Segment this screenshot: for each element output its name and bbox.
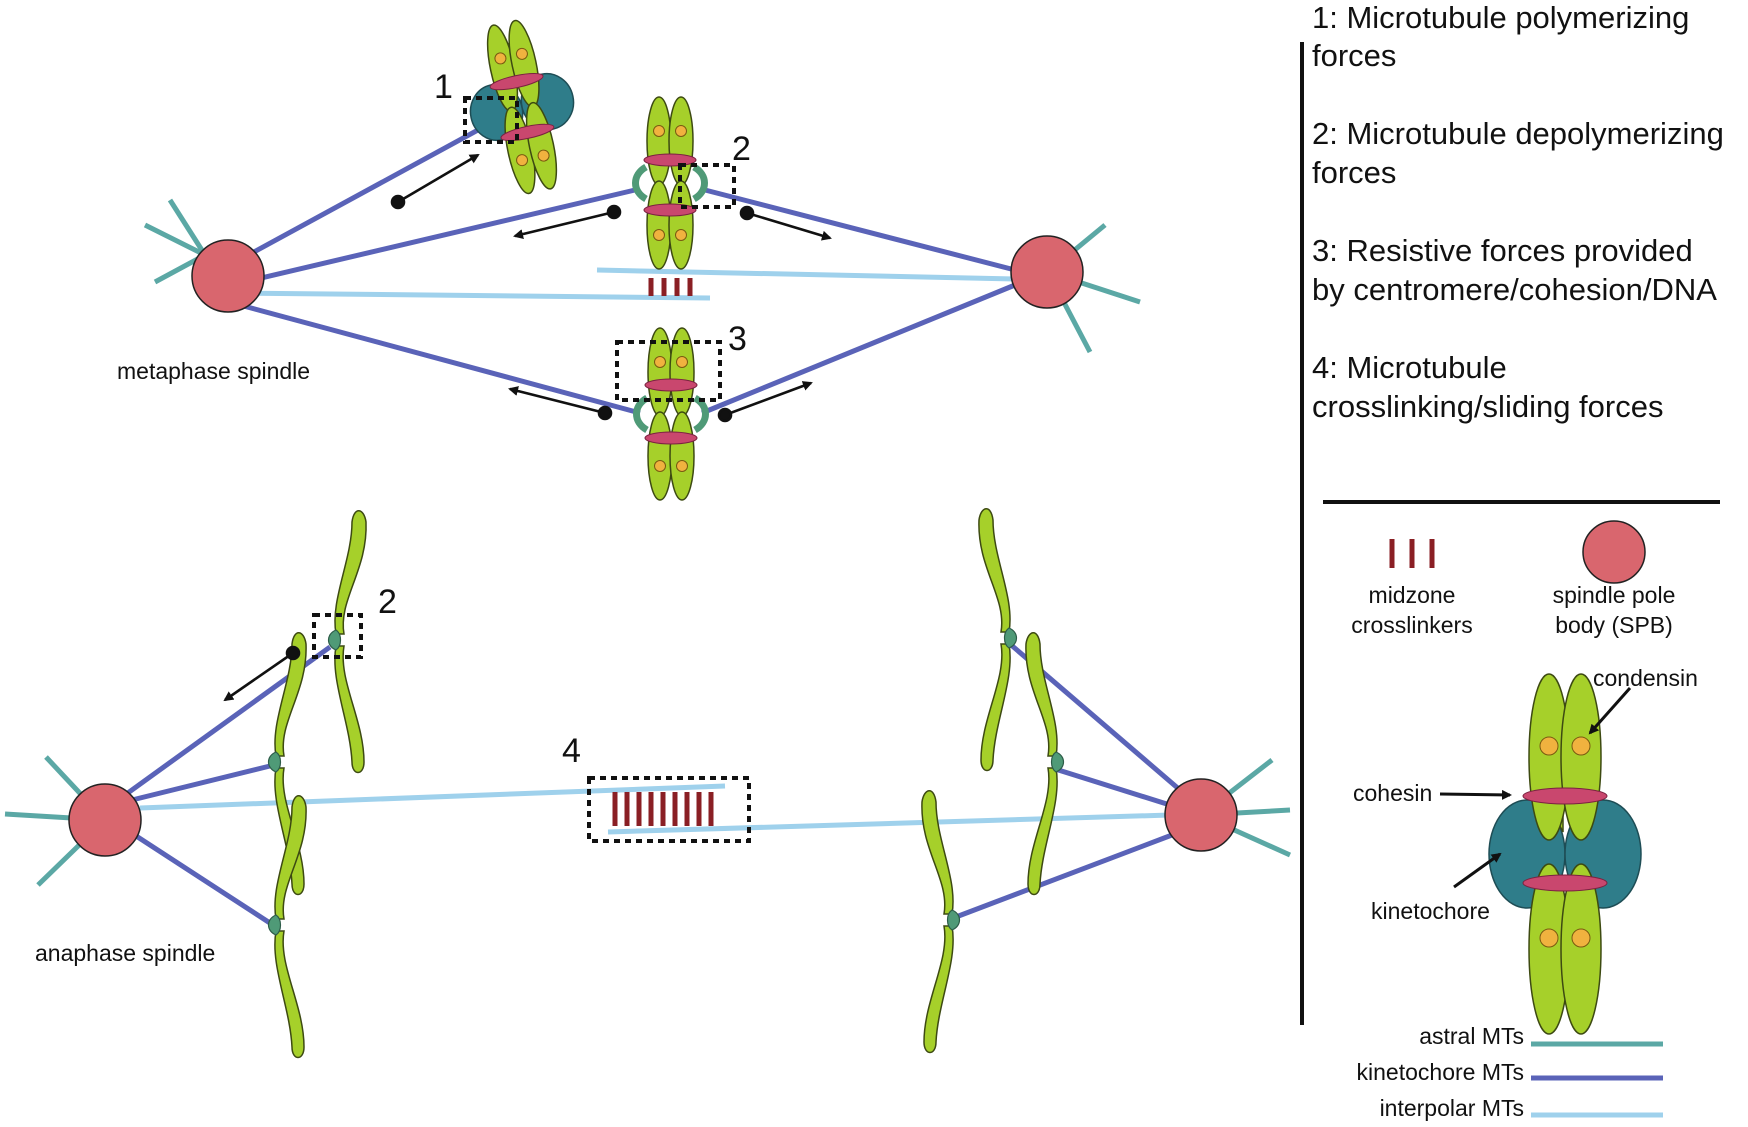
anaphase-force-boxes <box>312 613 751 843</box>
legend-midzone-line2: crosslinkers <box>1351 612 1472 638</box>
force-3-line2: by centromere/cohesion/DNA <box>1312 272 1717 307</box>
anaphase-marker-2: 2 <box>378 583 397 621</box>
legend-midzone-crosslinkers: midzone crosslinkers <box>1351 539 1473 638</box>
legend-spb: spindle pole body (SPB) <box>1553 520 1676 638</box>
legend-cohesin-label: cohesin <box>1353 780 1432 806</box>
legend-panel: 1: Microtubule polymerizing forces 2: Mi… <box>1300 0 1724 1121</box>
anaphase-spindle: 2 4 anaphase spindle <box>4 507 1292 1059</box>
metaphase-midzone-crosslinkers <box>648 278 693 296</box>
metaphase-interpolar-mts <box>234 267 1016 301</box>
metaphase-kinetochore-mts <box>228 115 1016 416</box>
legend-condensin-label: condensin <box>1593 665 1698 691</box>
legend-spb-line1: spindle pole <box>1553 582 1676 608</box>
metaphase-marker-1: 1 <box>434 68 453 106</box>
metaphase-force-arrows <box>390 153 832 423</box>
force-4-line2: crosslinking/sliding forces <box>1312 389 1663 424</box>
legend-astral-label: astral MTs <box>1419 1023 1524 1049</box>
anaphase-force-arrow <box>223 645 301 702</box>
metaphase-label: metaphase spindle <box>117 358 310 384</box>
force-1-line2: forces <box>1312 38 1396 73</box>
legend-interpolar-label: interpolar MTs <box>1380 1095 1524 1121</box>
anaphase-chromatid-left-1 <box>327 509 367 774</box>
metaphase-right-spb <box>1010 235 1084 309</box>
legend-chromosome <box>1488 673 1642 1035</box>
legend-mt-lines: astral MTs kinetochore MTs interpolar MT… <box>1357 1023 1663 1121</box>
anaphase-interpolar-mts <box>139 783 1171 835</box>
anaphase-chromatid-right-3 <box>921 789 961 1054</box>
anaphase-left-spb <box>68 783 142 857</box>
metaphase-spindle: 1 2 3 metaphase spindle <box>117 17 1141 501</box>
force-3-line1: 3: Resistive forces provided <box>1312 233 1693 268</box>
metaphase-left-spb <box>191 239 265 313</box>
metaphase-chromosome-1 <box>469 17 575 197</box>
force-list: 1: Microtubule polymerizing forces 2: Mi… <box>1312 0 1724 424</box>
metaphase-force-boxes <box>463 96 736 402</box>
legend-kinetochore-label: kinetochore <box>1371 898 1490 924</box>
metaphase-marker-2: 2 <box>732 130 751 168</box>
metaphase-chromosome-2 <box>632 96 708 270</box>
metaphase-chromosome-3 <box>633 327 709 501</box>
legend-spb-line2: body (SPB) <box>1555 612 1673 638</box>
anaphase-marker-4: 4 <box>562 732 581 770</box>
anaphase-chromatid-right-1 <box>978 507 1018 772</box>
anaphase-label: anaphase spindle <box>35 940 215 966</box>
legend-midzone-line1: midzone <box>1369 582 1456 608</box>
anaphase-right-spb <box>1164 778 1238 852</box>
force-4-line1: 4: Microtubule <box>1312 350 1507 385</box>
legend-chromosome-arrows <box>1439 687 1632 889</box>
force-1-line1: 1: Microtubule polymerizing <box>1312 0 1689 35</box>
metaphase-marker-3: 3 <box>728 320 747 358</box>
anaphase-midzone-crosslinkers <box>612 792 714 826</box>
legend-kinetochore-mts-label: kinetochore MTs <box>1357 1059 1524 1085</box>
force-2-line2: forces <box>1312 155 1396 190</box>
force-2-line1: 2: Microtubule depolymerizing <box>1312 116 1724 151</box>
